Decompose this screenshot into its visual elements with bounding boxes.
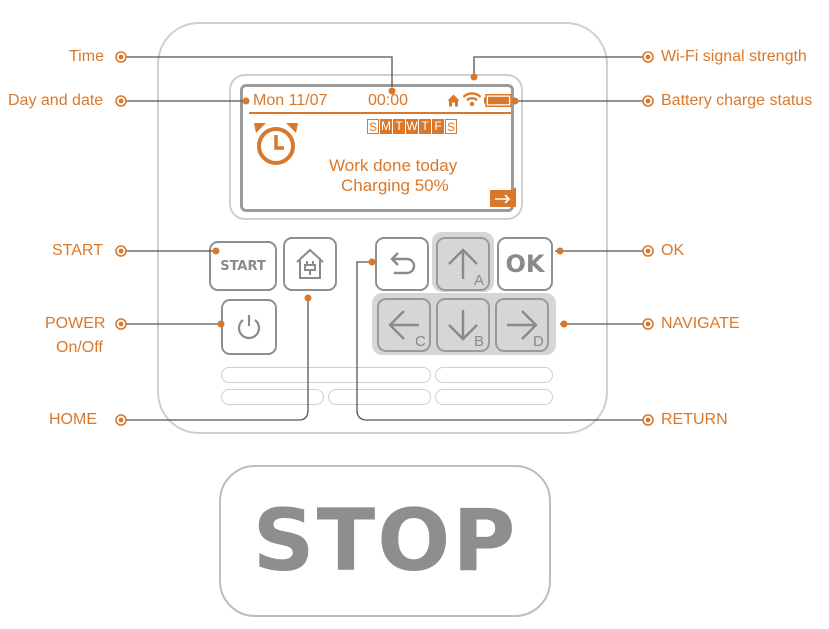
ok-button-label: OK — [505, 250, 545, 278]
right-arrow-icon — [507, 310, 538, 340]
next-page-icon — [490, 187, 516, 207]
weekday-2: T — [393, 119, 405, 134]
weekday-1: M — [380, 119, 392, 134]
power-icon — [237, 315, 261, 340]
display-divider — [249, 112, 511, 114]
ok-button[interactable]: OK — [497, 237, 553, 291]
callout-day-and-date: Day and date — [8, 92, 104, 109]
nav-up-letter: A — [474, 272, 485, 289]
screen-frame — [229, 74, 523, 220]
weekday-4: T — [419, 119, 431, 134]
nav-up-button[interactable]: A — [436, 237, 490, 291]
callout-time: Time — [69, 48, 104, 65]
down-arrow-icon — [448, 310, 478, 341]
start-button[interactable]: START — [209, 241, 277, 291]
callout-power: POWER — [45, 315, 106, 332]
nav-down-button[interactable]: B — [436, 298, 490, 352]
decorative-slot — [221, 367, 431, 383]
stop-button[interactable]: STOP — [219, 465, 551, 617]
weekday-3: W — [406, 119, 418, 134]
nav-right-button[interactable]: D — [495, 298, 549, 352]
callout-navigate: NAVIGATE — [661, 315, 740, 332]
home-button[interactable] — [283, 237, 337, 291]
nav-left-letter: C — [415, 333, 426, 350]
weekday-5: F — [432, 119, 444, 134]
alarm-clock-icon — [254, 123, 298, 165]
left-arrow-icon — [388, 310, 419, 340]
stop-button-label: STOP — [252, 491, 518, 591]
weekday-0: S — [367, 119, 379, 134]
display-time: 00:00 — [368, 92, 409, 109]
callout-power-on-off: On/Off — [56, 339, 103, 356]
return-arrow-icon — [390, 252, 416, 275]
nav-down-letter: B — [474, 333, 485, 350]
display-date: Mon 11/07 — [253, 92, 328, 109]
up-arrow-icon — [448, 248, 478, 279]
decorative-slot — [435, 389, 553, 405]
power-button[interactable] — [221, 299, 277, 355]
status-message-line2: Charging 50% — [341, 176, 449, 195]
home-status-icon — [447, 94, 460, 107]
decorative-slot — [328, 389, 431, 405]
start-button-label: START — [220, 258, 266, 274]
callout-wifi: Wi-Fi signal strength — [661, 48, 807, 65]
wifi-icon — [462, 92, 482, 107]
callout-battery: Battery charge status — [661, 92, 813, 109]
status-message-line1: Work done today — [329, 156, 458, 175]
weekday-6: S — [445, 119, 457, 134]
battery-icon — [484, 94, 512, 107]
decorative-slot — [435, 367, 553, 383]
nav-left-button[interactable]: C — [377, 298, 431, 352]
home-charge-icon — [296, 248, 324, 279]
return-button[interactable] — [375, 237, 429, 291]
callout-return: RETURN — [661, 411, 728, 428]
decorative-slot — [221, 389, 324, 405]
callout-home: HOME — [49, 411, 97, 428]
callout-ok: OK — [661, 242, 685, 259]
nav-right-letter: D — [533, 333, 544, 350]
callout-start: START — [52, 242, 103, 259]
